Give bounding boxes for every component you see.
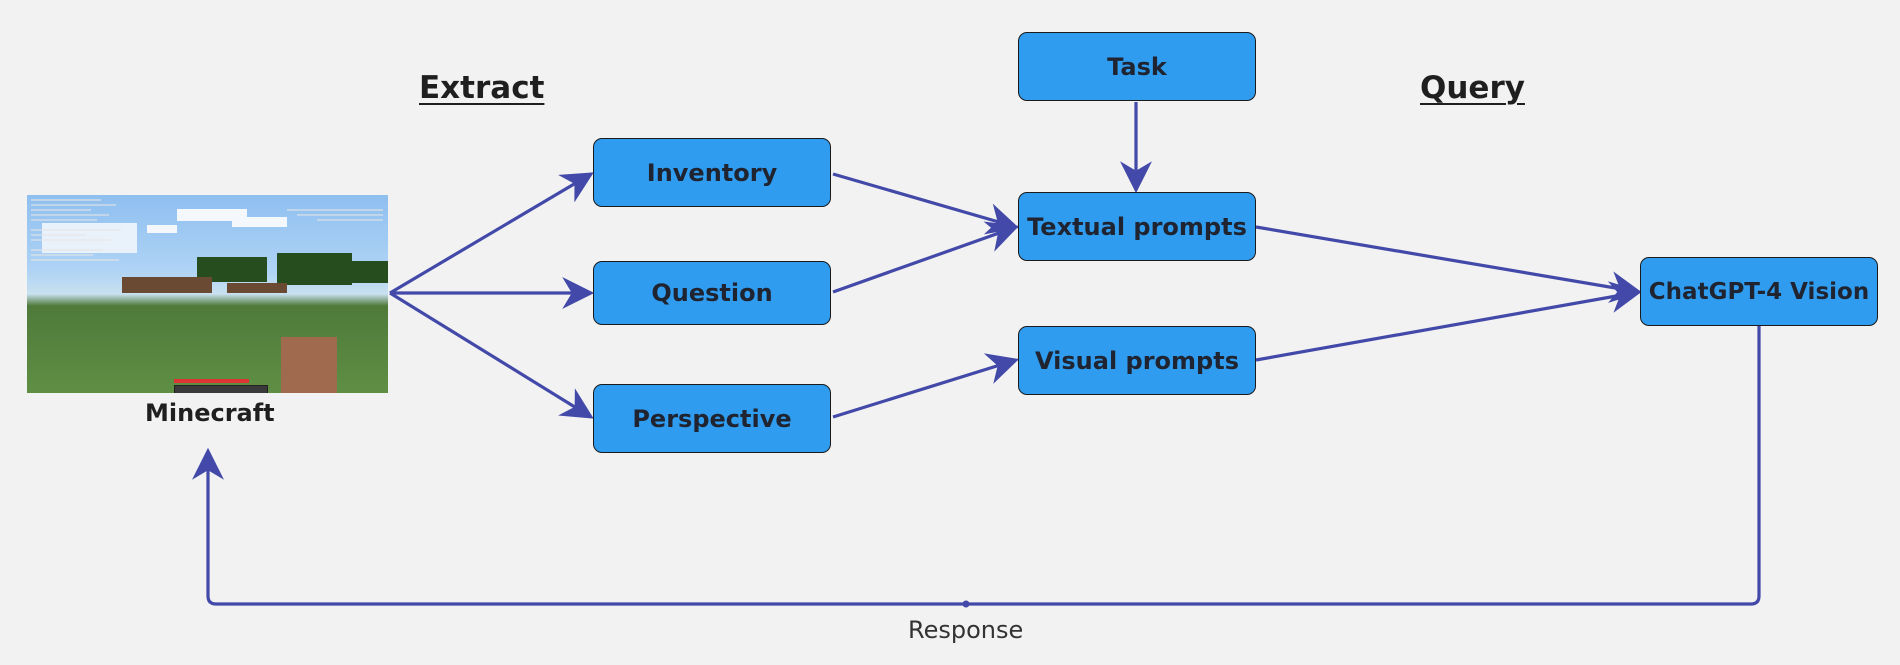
minecraft-screenshot: [27, 195, 388, 393]
node-chatgpt-4-vision: ChatGPT-4 Vision: [1640, 257, 1878, 326]
minecraft-caption: Minecraft: [145, 399, 275, 427]
node-question: Question: [593, 261, 831, 325]
arrow-minecraft-to-perspective: [389, 291, 594, 419]
node-task: Task: [1018, 32, 1256, 101]
response-label: Response: [908, 616, 1024, 644]
node-inventory: Inventory: [593, 138, 831, 207]
query-heading: Query: [1420, 70, 1525, 106]
node-perspective: Perspective: [593, 384, 831, 453]
arrow-textual-to-chatgpt: [1255, 225, 1643, 303]
arrow-visual-to-chatgpt: [1255, 281, 1643, 362]
node-visual-prompts: Visual prompts: [1018, 326, 1256, 395]
extract-heading: Extract: [419, 70, 545, 106]
arrow-question-to-textual: [832, 221, 1020, 294]
arrow-perspective-to-visual: [832, 353, 1020, 419]
arrow-response-loop: [192, 325, 1761, 606]
arrow-minecraft-to-inventory: [389, 172, 594, 295]
response-loop-midpoint: [962, 600, 970, 608]
arrow-inventory-to-textual: [832, 172, 1020, 235]
node-textual-prompts: Textual prompts: [1018, 192, 1256, 261]
